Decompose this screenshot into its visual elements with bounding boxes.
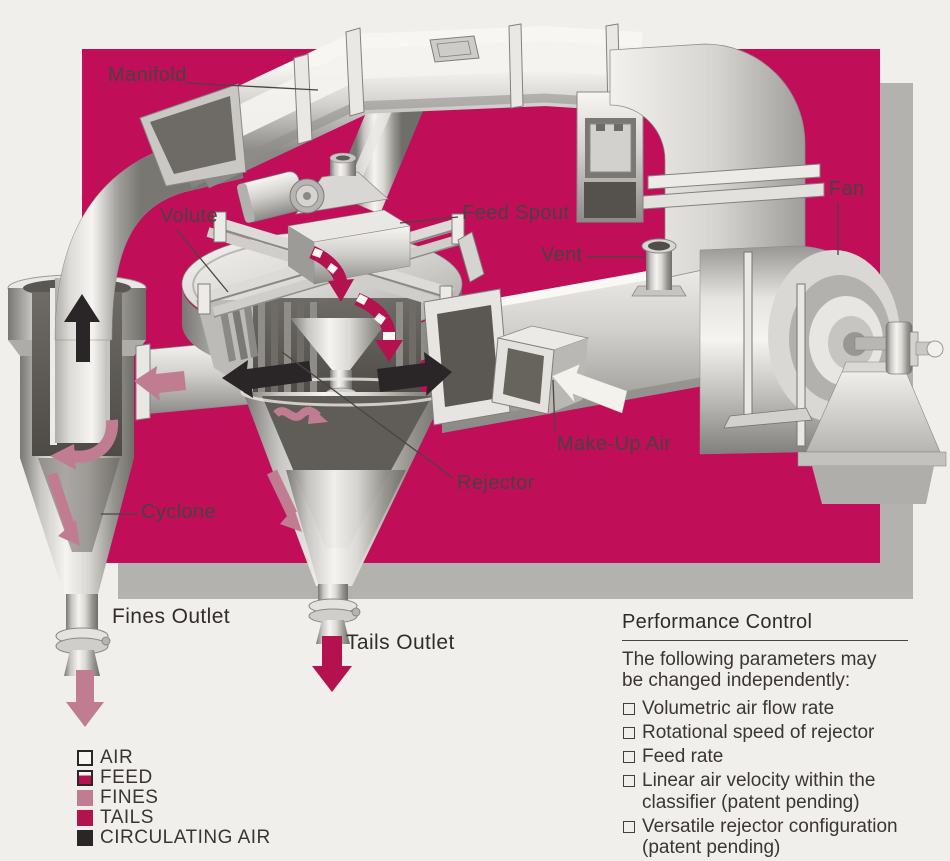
fines-arrow-hopper [267, 469, 302, 532]
legend-item-air: AIR [77, 747, 271, 768]
checkbox-glyph [623, 727, 635, 739]
legend-label-fines: FINES [100, 787, 159, 808]
circulating-air-arrow-right [377, 352, 452, 396]
parameter-item: Versatile rejector configuration(patent … [622, 816, 914, 859]
parameter-item: Feed rate [622, 746, 914, 768]
hopper-shape [240, 377, 448, 644]
label-rejector: Rejector [457, 472, 535, 494]
fines-outlet-arrow [66, 670, 104, 727]
leader-lines [101, 82, 839, 515]
make-up-air-arrow [551, 363, 628, 414]
label-volute: Volute [160, 205, 219, 227]
drive-motor-shape [237, 171, 305, 223]
parameter-item: Volumetric air flow rate [622, 698, 914, 720]
legend: AIR FEED FINES TAILS CIRCULATING AIR [77, 747, 271, 848]
elbow-duct-shape [609, 43, 825, 279]
parameter-text2: (patent pending) [642, 837, 781, 858]
label-tails-outlet: Tails Outlet [346, 631, 455, 654]
label-fines-outlet: Fines Outlet [112, 605, 231, 628]
tails-outlet-arrow [312, 636, 352, 692]
legend-item-circulating-air: CIRCULATING AIR [77, 827, 271, 848]
feed-spout-shape [287, 152, 411, 285]
fines-arrow-curve [50, 419, 119, 470]
feed-arrow-2 [354, 292, 403, 362]
checkbox-glyph [623, 775, 635, 787]
legend-swatch-air [77, 750, 93, 766]
legend-swatch-fines [77, 790, 93, 806]
manifold-shape [139, 23, 643, 189]
fan-shape [699, 245, 947, 504]
label-fan: Fan [829, 178, 865, 200]
performance-control-title: Performance Control [622, 611, 813, 633]
legend-item-feed: FEED [77, 767, 271, 788]
circulating-air-arrow-up [64, 294, 100, 362]
fines-arrow-left [134, 366, 186, 401]
legend-label-tails: TAILS [100, 807, 154, 828]
label-feed-spout: Feed Spout [462, 202, 570, 224]
parameter-text: Feed rate [642, 746, 724, 767]
legend-item-fines: FINES [77, 787, 271, 808]
feed-spout-leader [399, 216, 459, 224]
label-manifold: Manifold [108, 64, 187, 86]
parameter-text: Linear air velocity within the [642, 770, 876, 791]
checkbox-glyph [623, 820, 635, 833]
performance-control-panel: Performance Control The following parame… [622, 611, 914, 861]
vent-shape [631, 238, 687, 297]
checkbox-glyph [623, 751, 635, 763]
label-cyclone: Cyclone [141, 501, 217, 523]
manifold-leader [186, 82, 319, 91]
parameter-text: Versatile rejector configuration [642, 815, 898, 837]
legend-swatch-circulating-air [77, 830, 93, 846]
fines-arrow-cone [46, 472, 80, 546]
parameter-text2: classifier (patent pending) [642, 791, 860, 813]
feed-arrow-1 [309, 246, 354, 302]
parameter-item: Rotational speed of rejector [622, 722, 914, 744]
parameter-text: Rotational speed of rejector [642, 722, 875, 743]
legend-swatch-feed [77, 770, 93, 786]
rejector-leader [281, 351, 454, 479]
flow-arrows [46, 246, 628, 727]
legend-label-circulating-air: CIRCULATING AIR [100, 827, 271, 848]
label-make-up-air: Make-Up Air [557, 433, 672, 455]
legend-swatch-tails [77, 810, 93, 826]
checkbox-glyph [623, 703, 635, 715]
legend-label-feed: FEED [100, 767, 153, 788]
title-underline [622, 640, 908, 641]
circulating-air-arrow-left [222, 360, 312, 398]
damper-duct-shape [576, 91, 644, 223]
parameter-text: Volumetric air flow rate [642, 698, 835, 719]
legend-item-tails: TAILS [77, 807, 271, 828]
volute-leader [176, 229, 229, 293]
performance-intro-line1: The following parameters may [622, 649, 877, 670]
make-up-air-leader [552, 379, 556, 433]
fines-arrow-hopper-squiggle [273, 406, 328, 424]
performance-intro-line2: be changed independently: [622, 670, 851, 691]
legend-label-air: AIR [100, 747, 134, 768]
cyclone-shape [7, 131, 244, 676]
label-vent: Vent [541, 244, 583, 266]
